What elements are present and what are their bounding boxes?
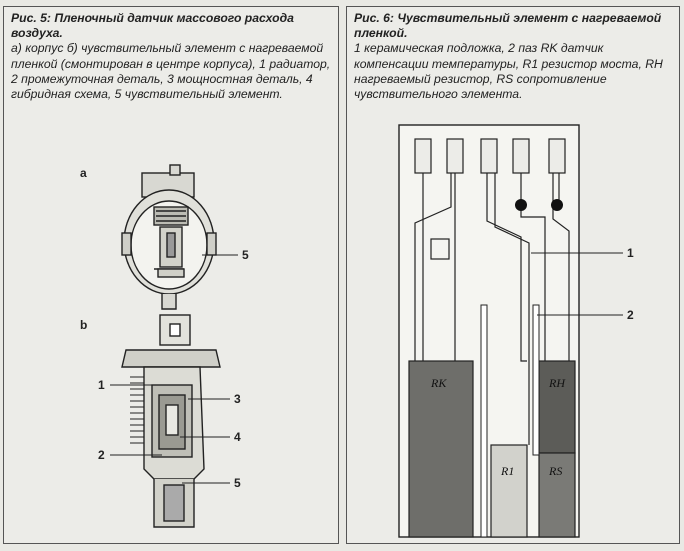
figure-5-panel: Рис. 5: Пленочный датчик массового расхо… [3,6,339,544]
figure-6-description: 1 керамическая подложка, 2 паз RK датчик… [354,41,663,102]
figure-6-panel: Рис. 6: Чувствительный элемент с нагрева… [346,6,680,544]
figure-6-drawing: 1 2 RK RH R1 RS [398,124,634,538]
callout-b-1: 1 [98,378,105,392]
figure-5-caption: Рис. 5: Пленочный датчик массового расхо… [11,11,333,102]
resistor-rk [408,360,474,538]
solder-dot-1 [515,199,527,211]
resistor-rs [538,452,576,538]
figure-5-drawing: a b 5 1 3 4 2 5 [80,164,249,528]
callout-2: 2 [627,308,634,322]
callout-b-4: 4 [234,430,241,444]
figure-5-description: а) корпус б) чувствительный элемент с на… [11,41,331,102]
bond-pad [430,238,450,260]
figure-5-title: Рис. 5: Пленочный датчик массового расхо… [11,11,294,41]
label-a: a [80,166,87,180]
label-rs: RS [548,464,562,478]
contact-2 [446,138,464,174]
contact-4 [512,138,530,174]
figure-6-caption: Рис. 6: Чувствительный элемент с нагрева… [354,11,676,102]
label-r1: R1 [500,464,514,478]
callout-1: 1 [627,246,634,260]
callout-b-3: 3 [234,392,241,406]
label-b: b [80,318,87,332]
callout-b-5: 5 [234,476,241,490]
resistor-r1 [490,444,528,538]
label-rh: RH [548,376,566,390]
contact-3 [480,138,498,174]
callout-a-5: 5 [242,248,249,262]
solder-dot-2 [551,199,563,211]
contact-1 [414,138,432,174]
contact-5 [548,138,566,174]
figure-6-title: Рис. 6: Чувствительный элемент с нагрева… [354,11,662,41]
resistor-rh [538,360,576,454]
label-rk: RK [430,376,447,390]
slot-left [480,304,488,538]
callout-b-2: 2 [98,448,105,462]
slot-right [532,304,540,456]
